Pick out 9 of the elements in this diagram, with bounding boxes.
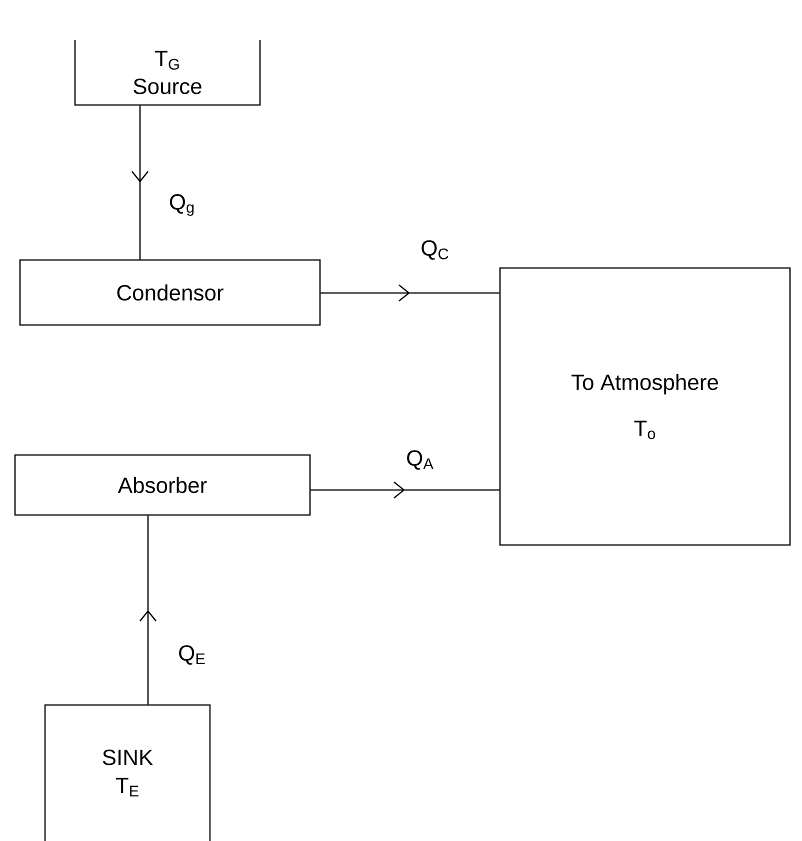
- reservoir-container: SINK T$_{E}$: [44, 704, 211, 841]
- process-box: Condensor: [19, 259, 321, 326]
- edge-label: Q$_{C}$: [418, 238, 452, 262]
- edge-label: Q$_{E}$: [176, 643, 208, 667]
- reservoir-container: T$_{G}$ Source: [74, 40, 261, 106]
- process-box: Absorber: [14, 454, 311, 516]
- process-box: To Atmosphere T$_{o}$: [499, 267, 791, 546]
- edge-label: Q$_{A}$: [404, 448, 436, 472]
- edge-label: Q$_{g}$: [166, 192, 198, 218]
